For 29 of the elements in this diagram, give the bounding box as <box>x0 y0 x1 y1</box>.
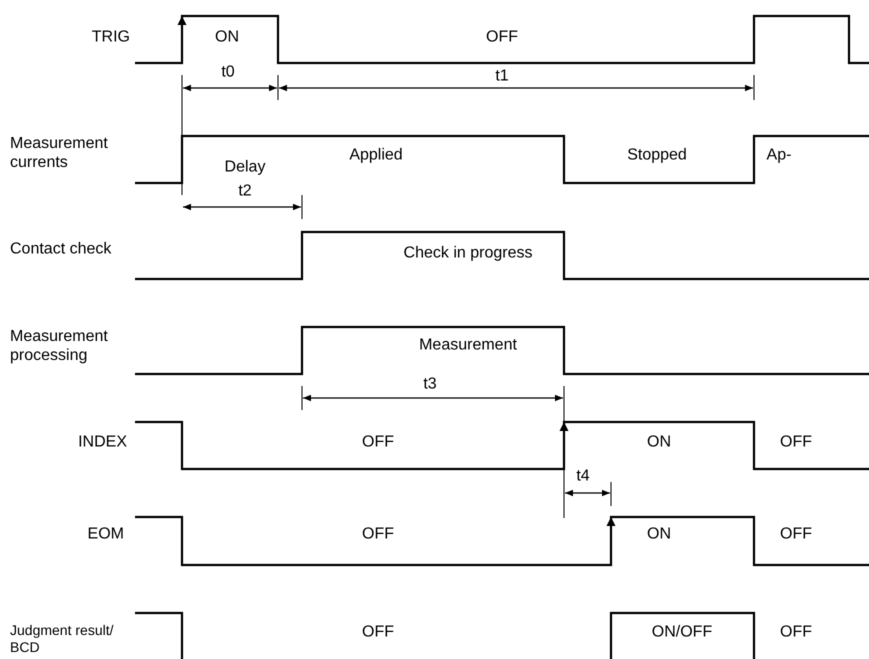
signal-label: Measurement currents <box>10 134 109 172</box>
signal-label: Measurement processing <box>10 327 109 365</box>
signal-label: INDEX <box>78 432 127 452</box>
state-label: Applied <box>349 146 403 164</box>
timing-label: t4 <box>576 466 590 486</box>
state-label: Stopped <box>627 146 687 164</box>
state-label: Ap- <box>766 146 792 164</box>
state-label: OFF <box>780 432 812 452</box>
timing-label: t0 <box>221 62 235 82</box>
state-label: ON/OFF <box>652 622 712 642</box>
state-label: Delay <box>224 158 266 176</box>
state-label: OFF <box>486 28 518 46</box>
state-label: Measurement <box>419 336 517 354</box>
signal-label: EOM <box>88 524 124 544</box>
state-label: ON <box>647 432 671 452</box>
signal-label: Judgment result/ BCD <box>10 622 114 656</box>
state-label: ON <box>647 524 671 544</box>
timing-label: t2 <box>238 182 252 200</box>
state-label: OFF <box>362 524 394 544</box>
signal-label: Contact check <box>10 240 112 258</box>
state-label: OFF <box>780 524 812 544</box>
timing-label: t1 <box>495 66 509 86</box>
state-label: OFF <box>362 622 394 642</box>
state-label: OFF <box>362 432 394 452</box>
state-label: ON <box>215 28 239 46</box>
state-label: OFF <box>780 622 812 642</box>
signal-label: TRIG <box>92 28 130 46</box>
timing-label: t3 <box>423 374 437 394</box>
state-label: Check in progress <box>404 244 532 262</box>
